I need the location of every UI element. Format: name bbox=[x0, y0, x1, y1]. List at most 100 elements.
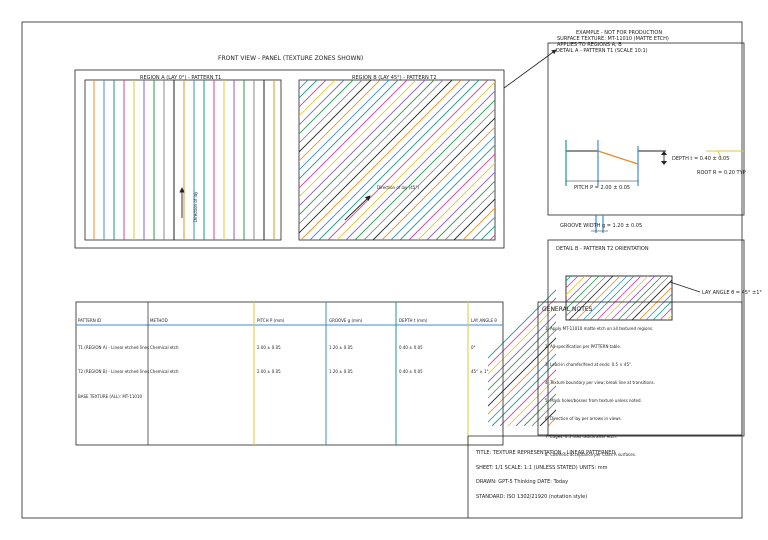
hatch-line bbox=[596, 276, 642, 320]
table-header-cell: DEPTH t (mm) bbox=[399, 318, 428, 323]
hatch-line bbox=[488, 305, 556, 375]
region-a-hatch bbox=[93, 80, 275, 240]
note-line-1: EXAMPLE - NOT FOR PRODUCTION bbox=[576, 30, 662, 36]
hatch-line bbox=[435, 180, 495, 240]
hatch-line bbox=[488, 297, 556, 367]
table-header-cell: METHOD bbox=[150, 318, 168, 323]
sheet-border bbox=[21, 21, 743, 519]
hatch-line bbox=[299, 80, 417, 198]
hatch-line bbox=[488, 353, 556, 423]
table-cell: 0.40 ± 0.05 bbox=[399, 369, 423, 374]
detail-a-leader bbox=[503, 49, 557, 89]
hatch-line bbox=[582, 276, 628, 320]
hatch-line bbox=[488, 289, 556, 359]
hatch-line bbox=[624, 276, 670, 320]
hatch-line bbox=[336, 81, 495, 240]
hatch-line bbox=[299, 80, 399, 180]
hatch-line bbox=[299, 80, 336, 117]
detail-b-frame bbox=[547, 239, 745, 437]
hatch-line bbox=[603, 276, 649, 320]
hatch-line bbox=[480, 225, 495, 240]
table-cell: T1 (REGION A) - Linear etched lines bbox=[77, 345, 149, 350]
general-note-item: 2. All specification per PATTERN table. bbox=[545, 344, 621, 349]
note-line-3: APPLIES TO REGIONS A, B bbox=[557, 42, 622, 48]
hatch-line bbox=[471, 216, 495, 240]
table-cell: 0.40 ± 0.05 bbox=[399, 345, 423, 350]
hatch-line bbox=[299, 80, 408, 189]
title-block-sheet: SHEET: 1/1 SCALE: 1:1 (UNLESS STATED) UN… bbox=[476, 465, 608, 471]
general-note-item: 1. Apply MT-11010 matte etch on all text… bbox=[545, 326, 653, 331]
hatch-line bbox=[631, 279, 672, 320]
hatch-line bbox=[327, 80, 489, 240]
hatch-line bbox=[299, 80, 426, 207]
region-b-lay-arrow bbox=[344, 195, 371, 221]
table-header-cell: GROOVE g (mm) bbox=[329, 318, 363, 323]
table-cell: T2 (REGION B) - Linear etched lines bbox=[77, 369, 149, 374]
groove-dimension bbox=[591, 215, 608, 233]
hatch-line bbox=[491, 361, 556, 426]
front-view-frame bbox=[74, 69, 505, 249]
hatch-line bbox=[589, 276, 635, 320]
hatch-line bbox=[659, 307, 672, 320]
hatch-line bbox=[300, 80, 462, 240]
detail-a-title: DETAIL A - PATTERN T1 (SCALE 10:1) bbox=[556, 48, 648, 54]
general-notes-box bbox=[537, 301, 743, 436]
hatch-line bbox=[488, 345, 556, 415]
hatch-line bbox=[638, 286, 672, 320]
transition-band-hatch bbox=[488, 289, 556, 426]
detail-b-title: DETAIL B - PATTERN T2 ORIENTATION bbox=[556, 246, 649, 252]
hatch-line bbox=[299, 80, 345, 126]
title-block-drawn: DRAWN: GPT-5 Thinking DATE: Today bbox=[476, 479, 568, 485]
region-a-lay-label: Direction of lay bbox=[193, 191, 198, 222]
hatch-line bbox=[566, 276, 586, 296]
front-view-title: FRONT VIEW - PANEL (TEXTURE ZONES SHOWN) bbox=[218, 55, 363, 62]
hatch-line bbox=[499, 369, 556, 426]
detail-b-hatch bbox=[520, 276, 718, 320]
hatch-line bbox=[299, 80, 327, 108]
hatch-line bbox=[444, 189, 495, 240]
pattern-table bbox=[75, 301, 504, 446]
hatch-line bbox=[566, 276, 579, 289]
general-note-item: 6. Direction of lay per arrows in views. bbox=[545, 416, 622, 421]
hatch-line bbox=[309, 80, 471, 240]
table-header-cell: PITCH P (mm) bbox=[257, 318, 285, 323]
hatch-line bbox=[575, 276, 621, 320]
pitch-label: PITCH P = 2.00 ± 0.05 bbox=[574, 185, 630, 191]
groove-label: GROOVE WIDTH g = 1.20 ± 0.05 bbox=[560, 223, 642, 229]
title-block-title: TITLE: TEXTURE REPRESENTATION - LINEAR P… bbox=[475, 450, 615, 456]
table-cell: 45° ± 1° bbox=[471, 369, 489, 374]
table-cell: 1.20 ± 0.05 bbox=[329, 345, 353, 350]
table-cell: Chemical etch bbox=[150, 369, 179, 374]
hatch-line bbox=[674, 276, 718, 320]
general-note-item: 5. Mask holes/bosses from texture unless… bbox=[545, 398, 642, 403]
general-note-item: 4. Texture boundary per view; break line… bbox=[545, 380, 655, 385]
hatch-line bbox=[462, 207, 495, 240]
title-block-standard: STANDARD: ISO 1302/21920 (notation style… bbox=[476, 494, 587, 500]
hatch-line bbox=[399, 144, 495, 240]
hatch-line bbox=[520, 276, 564, 320]
region-b-hatch bbox=[299, 80, 495, 240]
detail-a-profile bbox=[565, 140, 744, 186]
hatch-line bbox=[652, 300, 672, 320]
hatch-line bbox=[488, 321, 556, 391]
hatch-line bbox=[299, 80, 435, 216]
hatch-line bbox=[345, 90, 495, 240]
hatch-line bbox=[299, 80, 381, 162]
hatch-line bbox=[372, 117, 495, 240]
hatch-line bbox=[318, 80, 480, 240]
hatch-line bbox=[299, 80, 444, 225]
hatch-line bbox=[617, 276, 663, 320]
hatch-line bbox=[488, 337, 556, 407]
region-b-label: REGION B (LAY 45°) - PATTERN T2 bbox=[352, 75, 437, 81]
general-note-item: 7. Edges: 0.3 max radius after etch. bbox=[545, 434, 617, 439]
region-a-box bbox=[84, 79, 282, 241]
hatch-line bbox=[610, 276, 656, 320]
table-header-cell: PATTERN ID bbox=[78, 318, 101, 323]
hatch-line bbox=[408, 153, 495, 240]
base-texture-cell: BASE TEXTURE (ALL): MT-11010 bbox=[78, 394, 142, 399]
hatch-line bbox=[390, 135, 495, 240]
root-label: ROOT R = 0.20 TYP bbox=[697, 170, 746, 176]
hatch-line bbox=[299, 80, 453, 234]
table-cell: Chemical etch bbox=[150, 345, 179, 350]
hatch-line bbox=[417, 162, 495, 240]
